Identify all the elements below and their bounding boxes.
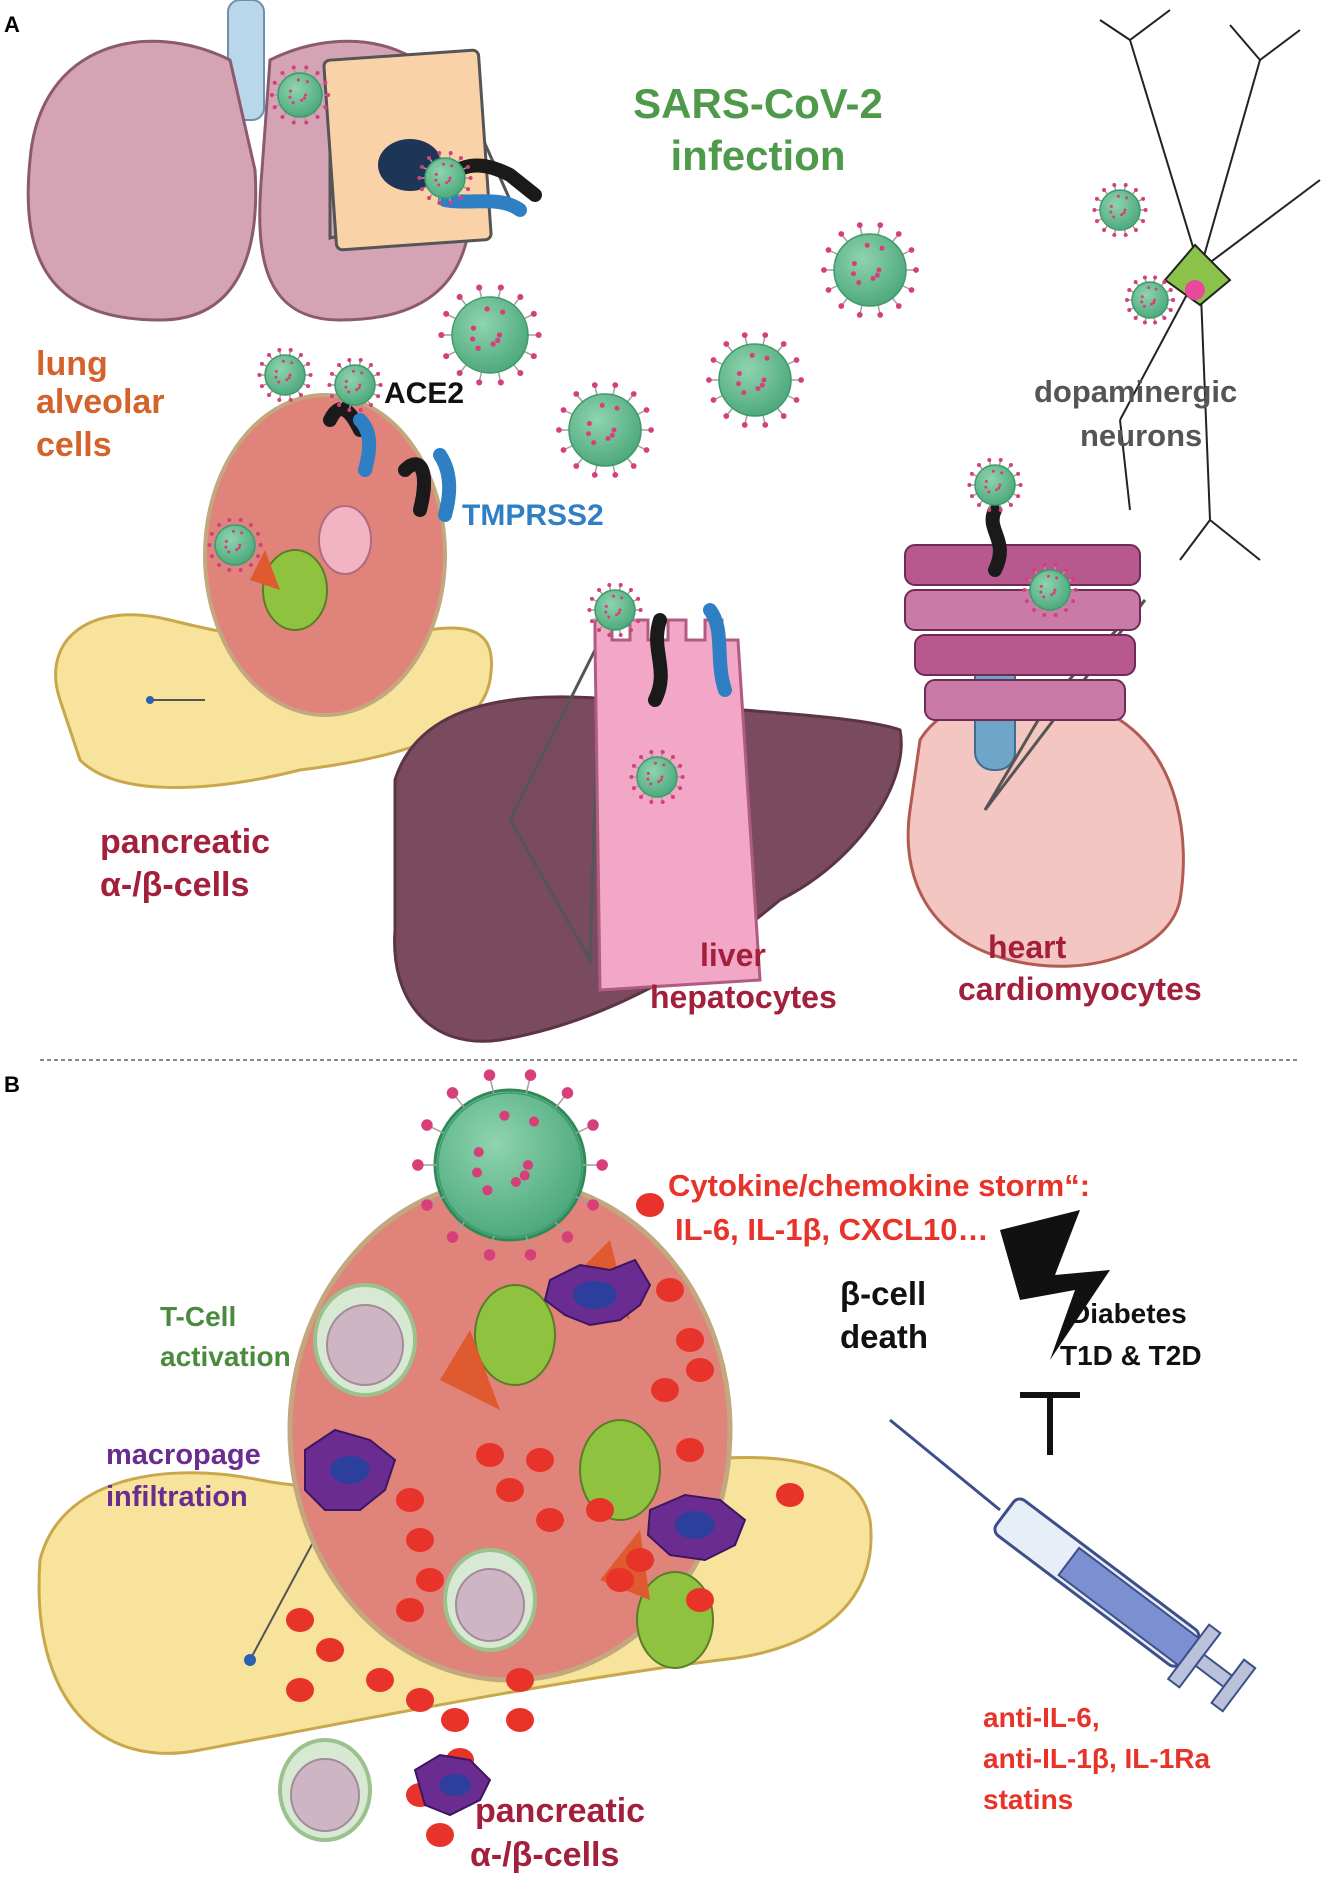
virus-particle-3 [438,284,542,386]
cytokine-dot [626,1548,654,1572]
liver-label-2: hepatocytes [650,979,837,1015]
diabetes-label-1: Diabetes [1070,1298,1187,1329]
cytokine-dot [406,1528,434,1552]
virus-particle-13 [1022,563,1078,617]
pancreatic-a-label-2: α-/β-cells [100,866,249,904]
cytokine-dot [586,1498,614,1522]
dopaminergic-neuron [1099,9,1321,561]
storm-label-2: IL-6, IL-1β, CXCL10… [675,1212,988,1247]
lightning-bolt-icon [1000,1210,1110,1360]
pancreatic-b-label-2: α-/β-cells [470,1836,619,1874]
lung-label-2: alveolar [36,383,165,421]
cytokine-dot [426,1823,454,1847]
alveolar-cell-zoom [322,48,542,252]
cytokine-dot [406,1688,434,1712]
dopaminergic-label-2: neurons [1080,418,1202,453]
ace2-label: ACE2 [384,377,464,410]
cytokine-dot [366,1668,394,1692]
cytokine-dot [316,1638,344,1662]
virus-particle-11 [1124,275,1176,325]
virus-particle-6 [821,222,919,318]
pancreatic-a-label-1: pancreatic [100,823,270,861]
pancreatic-b-label-1: pancreatic [475,1792,645,1830]
storm-label-1: Cytokine/chemokine storm“: [668,1168,1090,1203]
title-line1: SARS-CoV-2 [633,80,883,127]
cytokine-dot [441,1708,469,1732]
cytokine-dot [416,1568,444,1592]
panel-b-letter: B [4,1072,20,1097]
big-virus-body [412,1069,608,1261]
tmprss2-label: TMPRSS2 [462,499,604,532]
cytokine-dot [686,1588,714,1612]
cardiomyocyte-strips [904,544,1141,721]
pancreas-a [54,393,493,789]
virus-particles-a [207,65,1176,804]
tcell-label-2: activation [160,1341,291,1372]
diabetes-label-2: T1D & T2D [1060,1340,1202,1371]
cytokine-dot [651,1378,679,1402]
title-line2: infection [671,132,846,179]
cytokine-dot [396,1598,424,1622]
t-cells [278,1283,537,1842]
cytokine-dot [496,1478,524,1502]
beta-death-label-1: β-cell [840,1275,926,1312]
cytokine-dot [606,1568,634,1592]
tcell-label-1: T-Cell [160,1301,236,1332]
virus-particle-2 [417,151,473,205]
lung-label-1: lung [36,345,108,383]
virus-particle-12 [967,458,1023,512]
panel-a-letter: A [4,12,20,37]
cytokine-dot [476,1443,504,1467]
syringe-icon [889,1418,1257,1713]
cytokine-dot [286,1608,314,1632]
cytokine-dot [676,1328,704,1352]
cytokine-dot [506,1668,534,1692]
virus-particle-15 [629,750,685,804]
cytokine-dot [656,1278,684,1302]
cytokine-dot [526,1448,554,1472]
liver-label-1: liver [700,937,766,973]
cytokine-dot [506,1708,534,1732]
virus-particle-14 [587,583,643,637]
treatment-label-1: anti-IL-6, [983,1702,1100,1733]
lung-label-3: cells [36,426,112,464]
virus-particle-8 [327,358,383,412]
cytokine-dot [536,1508,564,1532]
panel-a: A [4,0,1321,1043]
virus-particle-10 [1092,183,1148,237]
cytokine-dot [286,1678,314,1702]
cytokine-dot [776,1483,804,1507]
macrophage-label-2: infiltration [106,1481,248,1513]
panel-b: B [4,1069,1257,1874]
big-virus [412,1069,608,1261]
macrophages [304,1258,747,1817]
liver [393,603,903,1043]
inhibition-bar-icon [1020,1392,1080,1455]
cytokine-dot [686,1358,714,1382]
heart-label-1: heart [988,929,1067,965]
heart-label-2: cardiomyocytes [958,971,1202,1007]
dopaminergic-label-1: dopaminergic [1034,374,1237,409]
virus-particle-7 [257,348,313,402]
cytokine-dot [636,1193,664,1217]
cytokine-dots [286,1193,804,1847]
macrophage-label-1: macropage [106,1439,261,1471]
beta-death-label-2: death [840,1318,928,1355]
virus-particle-9 [207,518,263,572]
cytokine-dot [396,1488,424,1512]
virus-particle-5 [706,332,804,428]
treatment-label-3: statins [983,1784,1073,1815]
cytokine-dot [676,1438,704,1462]
virus-particle-4 [556,382,654,478]
treatment-label-2: anti-IL-1β, IL-1Ra [983,1743,1211,1774]
virus-particle-1 [269,65,331,125]
